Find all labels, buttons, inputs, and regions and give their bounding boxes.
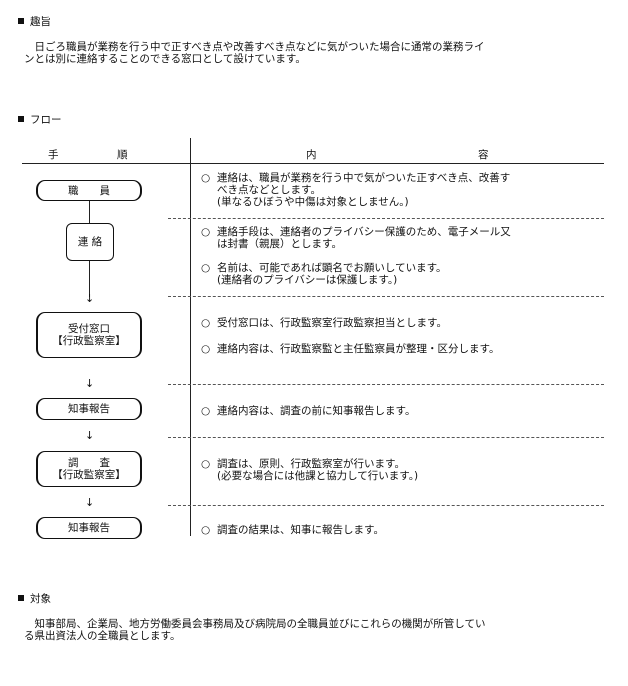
table-header-divider [22, 163, 604, 164]
flow-connector [89, 201, 90, 223]
reception-office: 【行政監察室】 [52, 335, 126, 347]
investigation-office: 【行政監察室】 [52, 469, 126, 481]
square-bullet-icon [18, 595, 24, 601]
investigation-label: 調 査 [68, 457, 110, 469]
content-item-5: ○連絡内容は、行政監察監と主任監察員が整理・区分します。 [201, 343, 500, 355]
square-bullet-icon [18, 18, 24, 24]
header-procedure-1: 手 [48, 149, 59, 161]
purpose-text-line-2: ンとは別に連絡することのできる窓口として設けています。 [24, 53, 306, 65]
header-procedure-2: 順 [117, 149, 128, 161]
table-column-divider [190, 138, 191, 536]
header-content-2: 容 [478, 149, 489, 161]
purpose-text-line-1: 日ごろ職員が業務を行う中で正すべき点や改善すべき点などに気がついた場合に通常の業… [24, 41, 485, 53]
content-item-1-note: (単なるひぼうや中傷は対象としません。) [217, 196, 409, 208]
flow-connector [89, 261, 90, 297]
row-divider-1 [168, 218, 604, 219]
circle-bullet-icon: ○ [201, 262, 211, 274]
flow-box-contact: 連 絡 [66, 223, 114, 261]
circle-bullet-icon: ○ [201, 226, 211, 238]
circle-bullet-icon: ○ [201, 343, 211, 355]
row-divider-2 [168, 296, 604, 297]
purpose-heading: 趣旨 [18, 14, 51, 29]
target-text-line-2: る県出資法人の全職員とします。 [24, 630, 181, 642]
flow-box-staff: 職 員 [36, 180, 142, 201]
content-item-1-line-2: べき点などとします。 [217, 184, 321, 196]
content-item-8: ○調査の結果は、知事に報告します。 [201, 524, 384, 536]
row-divider-4 [168, 437, 604, 438]
arrow-down-icon: ↓ [85, 429, 95, 442]
circle-bullet-icon: ○ [201, 405, 211, 417]
row-divider-3 [168, 384, 604, 385]
flow-box-report-1: 知事報告 [36, 398, 142, 420]
content-item-7: ○調査は、原則、行政監察室が行います。 [201, 458, 405, 470]
circle-bullet-icon: ○ [201, 458, 211, 470]
flow-box-investigation: 調 査 【行政監察室】 [36, 451, 142, 487]
content-item-2-line-2: は封書（親展）とします。 [217, 238, 342, 250]
content-item-3-note: (連絡者のプライバシーは保護します。) [217, 274, 398, 286]
arrow-down-icon: ↓ [85, 496, 95, 509]
square-bullet-icon [18, 116, 24, 122]
flow-box-report-2: 知事報告 [36, 517, 142, 539]
circle-bullet-icon: ○ [201, 317, 211, 329]
content-item-2: ○連絡手段は、連絡者のプライバシー保護のため、電子メール又 [201, 226, 511, 238]
header-content-1: 内 [306, 149, 317, 161]
arrow-down-icon: ↓ [85, 292, 95, 305]
content-item-7-note: (必要な場合には他課と協力して行います。) [217, 470, 419, 482]
target-heading: 対象 [18, 591, 51, 606]
flow-box-reception: 受付窓口 【行政監察室】 [36, 312, 142, 358]
circle-bullet-icon: ○ [201, 524, 211, 536]
arrow-down-icon: ↓ [85, 377, 95, 390]
row-divider-5 [168, 505, 604, 506]
target-text-line-1: 知事部局、企業局、地方労働委員会事務局及び病院局の全職員並びにこれらの機関が所管… [24, 618, 486, 630]
content-item-4: ○受付窓口は、行政監察室行政監察担当とします。 [201, 317, 447, 329]
content-item-3: ○名前は、可能であれば顕名でお願いしています。 [201, 262, 447, 274]
flow-heading: フロー [18, 112, 62, 127]
circle-bullet-icon: ○ [201, 172, 211, 184]
content-item-1: ○連絡は、職員が業務を行う中で気がついた正すべき点、改善す [201, 172, 511, 184]
content-item-6: ○連絡内容は、調査の前に知事報告します。 [201, 405, 416, 417]
reception-label: 受付窓口 [68, 323, 110, 335]
